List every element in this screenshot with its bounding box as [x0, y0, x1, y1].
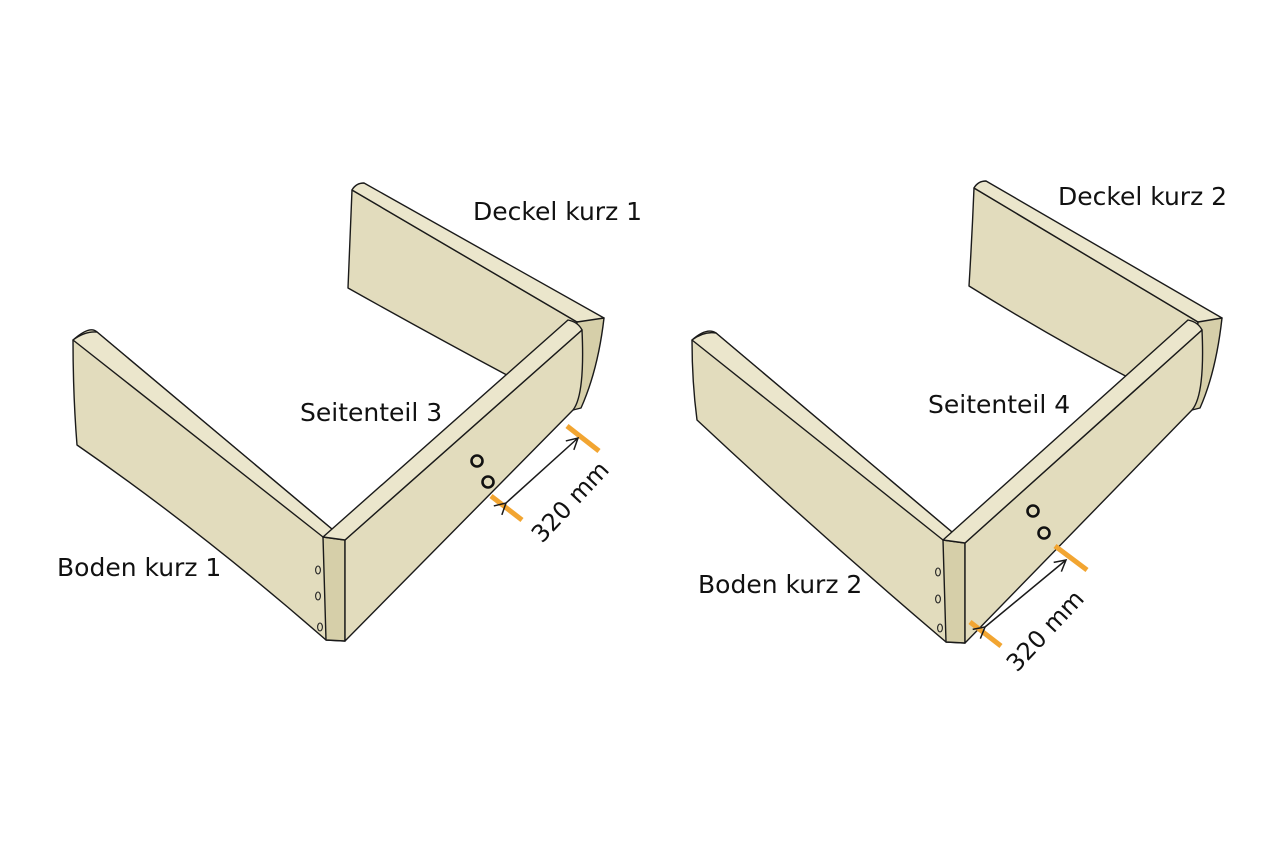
left-dimension-arrow — [493, 436, 580, 516]
dowel-hole-icon — [481, 475, 495, 489]
dowel-hole-icon — [1026, 504, 1040, 518]
left-boden-label: Boden kurz 1 — [57, 553, 221, 582]
screw-hole-icon — [935, 594, 941, 604]
left-boden-board — [72, 329, 346, 642]
left-deckel-label: Deckel kurz 1 — [473, 197, 642, 226]
left-mark-start — [565, 424, 601, 453]
right-deckel-label: Deckel kurz 2 — [1058, 182, 1227, 211]
right-screw-holes — [935, 567, 943, 633]
screw-hole-icon — [315, 565, 321, 575]
right-dimension-arrow — [972, 559, 1068, 639]
left-dimension-label: 320 mm — [526, 456, 615, 548]
left-mark-end — [489, 494, 524, 522]
left-screw-holes — [315, 565, 323, 632]
right-assembly: 320 mm Deckel kurz 2 Seitenteil 4 Boden … — [691, 180, 1227, 677]
screw-hole-icon — [935, 567, 941, 577]
right-deckel-board — [968, 180, 1223, 411]
right-seitenteil-label: Seitenteil 4 — [928, 390, 1070, 419]
screw-hole-icon — [317, 622, 323, 632]
right-boden-label: Boden kurz 2 — [698, 570, 862, 599]
right-dowel-holes — [1026, 504, 1051, 540]
dowel-hole-icon — [1037, 526, 1051, 540]
left-seitenteil-board — [322, 319, 584, 642]
screw-hole-icon — [315, 591, 321, 601]
left-seitenteil-label: Seitenteil 3 — [300, 398, 442, 427]
right-mark-start — [1053, 544, 1089, 572]
right-boden-board — [691, 330, 966, 644]
dowel-hole-icon — [470, 454, 484, 468]
right-dimension-label: 320 mm — [1001, 585, 1090, 677]
left-assembly: 320 mm Deckel kurz 1 Seitenteil 3 Boden … — [57, 182, 642, 642]
left-dowel-holes — [470, 454, 495, 489]
screw-hole-icon — [937, 623, 943, 633]
